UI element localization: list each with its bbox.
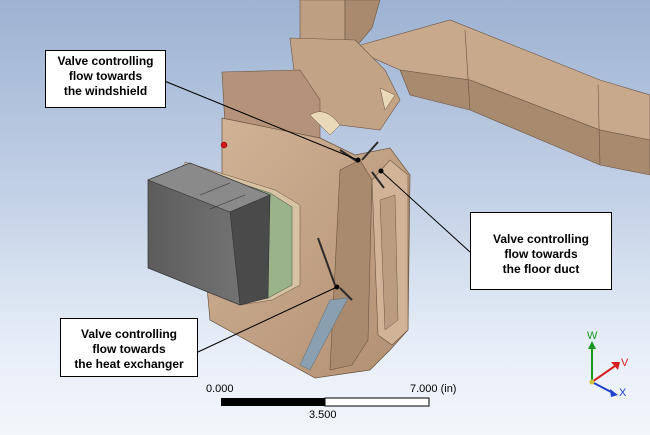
scale-right-label: 7.000 (in) — [410, 383, 457, 395]
callout-line: the floor duct — [502, 262, 580, 276]
callout-line: Valve controlling — [57, 54, 154, 68]
main-housing — [204, 117, 411, 379]
heat-exchanger — [147, 161, 301, 306]
heat-exchanger-valve-callout: Valve controlling flow towards the heat … — [60, 318, 198, 377]
callout-line: the windshield — [63, 84, 148, 98]
axis-triad[interactable] — [588, 341, 620, 397]
callout-line: Valve controlling — [492, 232, 590, 246]
scale-left-label: 0.000 — [206, 383, 234, 395]
scale-bar-black-segment — [221, 398, 325, 406]
floor-leader — [380, 170, 471, 253]
heat-exchanger-leader — [197, 286, 338, 353]
triad-origin — [589, 379, 595, 385]
floor-valve-callout: Valve controlling flow towards the floor… — [470, 212, 612, 290]
v-axis-arrow — [591, 365, 616, 383]
x-axis-label: X — [619, 387, 627, 399]
w-axis-label: W — [587, 330, 598, 342]
scale-bar-white-segment — [324, 397, 430, 407]
windshield-leader — [161, 79, 359, 161]
callout-line: Valve controlling — [80, 327, 178, 341]
scale-bar — [221, 397, 430, 407]
callout-line: flow towards — [92, 342, 166, 356]
v-axis-label: V — [621, 357, 629, 369]
callout-line: the heat exchanger — [74, 357, 184, 371]
callout-line: flow towards — [504, 247, 578, 261]
callout-line: flow towards — [68, 69, 143, 83]
scale-mid-label: 3.500 — [309, 409, 337, 421]
upper-housing — [221, 37, 401, 141]
side-duct — [349, 19, 650, 176]
upper-duct — [299, 0, 381, 49]
probe-point-marker[interactable] — [220, 141, 228, 149]
windshield-valve-callout: Valve controlling flow towards the winds… — [45, 50, 166, 108]
x-axis-arrow — [591, 381, 614, 394]
